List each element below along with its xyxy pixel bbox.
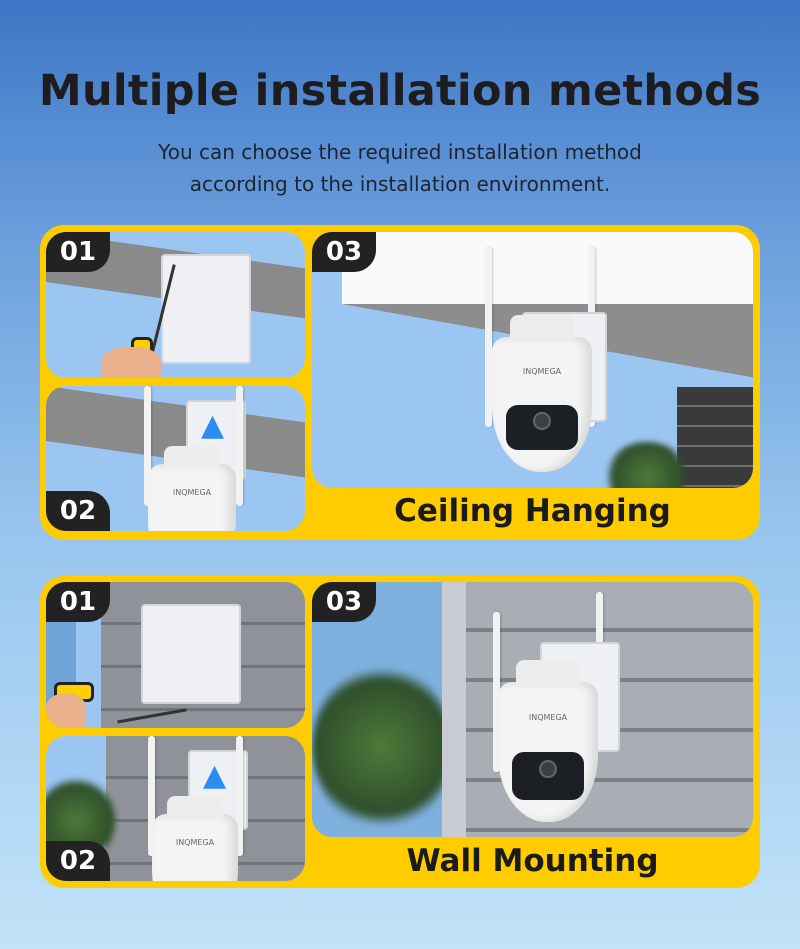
wall-mounting-label: Wall Mounting bbox=[406, 843, 659, 879]
brand-logo: INQMEGA bbox=[528, 712, 568, 722]
step-badge: 02 bbox=[46, 841, 110, 881]
ceiling-hanging-panel: 01 ▲ INQMEGA 02 INQMEGA 03 Ceiling Hangi… bbox=[40, 225, 760, 540]
wall-step-03-image: INQMEGA 03 bbox=[312, 582, 753, 837]
brand-logo: INQMEGA bbox=[175, 838, 215, 848]
ceiling-step-02-image: ▲ INQMEGA 02 bbox=[46, 386, 305, 531]
ceiling-step-01-image: 01 bbox=[46, 232, 305, 378]
ceiling-hanging-label: Ceiling Hanging bbox=[394, 493, 671, 529]
step-badge: 01 bbox=[46, 582, 110, 622]
step-badge: 01 bbox=[46, 232, 110, 272]
wall-step-01-image: 01 bbox=[46, 582, 305, 728]
ceiling-step-03-image: INQMEGA 03 bbox=[312, 232, 753, 488]
step-badge: 02 bbox=[46, 491, 110, 531]
step-badge: 03 bbox=[312, 232, 376, 272]
step-badge: 03 bbox=[312, 582, 376, 622]
subtitle-line-2: according to the installation environmen… bbox=[189, 172, 611, 196]
arrow-up-icon: ▲ bbox=[203, 758, 227, 793]
wall-mounting-panel: 01 ▲ INQMEGA 02 INQMEGA 03 Wall Mounting bbox=[40, 576, 760, 888]
brand-logo: INQMEGA bbox=[172, 488, 212, 498]
arrow-up-icon: ▲ bbox=[201, 408, 225, 443]
brand-logo: INQMEGA bbox=[522, 366, 562, 376]
page-title: Multiple installation methods bbox=[38, 66, 762, 116]
subtitle-line-1: You can choose the required installation… bbox=[158, 140, 642, 164]
wall-step-02-image: ▲ INQMEGA 02 bbox=[46, 736, 305, 881]
